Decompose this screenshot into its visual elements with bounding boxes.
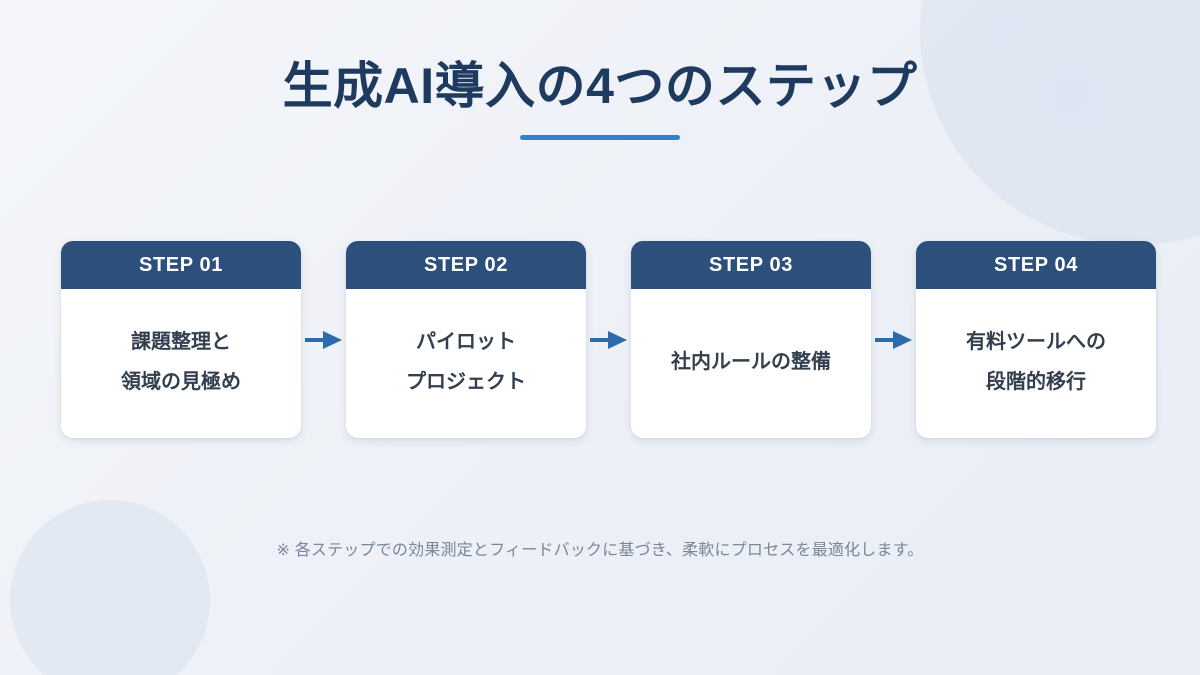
step-card-3[interactable]: STEP 03 社内ルールの整備 (631, 241, 871, 438)
step-body-line: 有料ツールへの (966, 330, 1106, 353)
step-body-1: 課題整理と 領域の見極め (61, 289, 301, 438)
step-body-2: パイロット プロジェクト (346, 289, 586, 438)
connector-arrow-3 (871, 241, 916, 438)
arrow-right-icon (875, 330, 912, 349)
step-label-4: STEP 04 (916, 241, 1156, 289)
arrow-right-icon (305, 330, 342, 349)
title-underline-accent (520, 135, 680, 140)
steps-flow: STEP 01 課題整理と 領域の見極め STEP 02 パイロット プロジェク… (61, 241, 1156, 438)
connector-arrow-2 (586, 241, 631, 438)
step-body-line: パイロット (416, 330, 516, 353)
step-card-2[interactable]: STEP 02 パイロット プロジェクト (346, 241, 586, 438)
decorative-circle-bottom-left (10, 500, 210, 675)
step-label-2: STEP 02 (346, 241, 586, 289)
footnote-text: ※ 各ステップでの効果測定とフィードバックに基づき、柔軟にプロセスを最適化します… (276, 542, 924, 559)
step-card-1[interactable]: STEP 01 課題整理と 領域の見極め (61, 241, 301, 438)
arrow-right-icon (590, 330, 627, 349)
step-body-4: 有料ツールへの 段階的移行 (916, 289, 1156, 438)
step-body-line: プロジェクト (406, 370, 526, 393)
step-card-4[interactable]: STEP 04 有料ツールへの 段階的移行 (916, 241, 1156, 438)
step-body-line: 領域の見極め (121, 370, 241, 393)
step-body-line: 社内ルールの整備 (671, 350, 831, 373)
step-body-3: 社内ルールの整備 (631, 289, 871, 438)
step-body-line: 課題整理と (131, 330, 231, 353)
step-label-3: STEP 03 (631, 241, 871, 289)
step-body-line: 段階的移行 (986, 370, 1086, 393)
title-block: 生成AI導入の4つのステップ (0, 58, 1200, 140)
page-title: 生成AI導入の4つのステップ (282, 58, 918, 114)
step-label-1: STEP 01 (61, 241, 301, 289)
connector-arrow-1 (301, 241, 346, 438)
